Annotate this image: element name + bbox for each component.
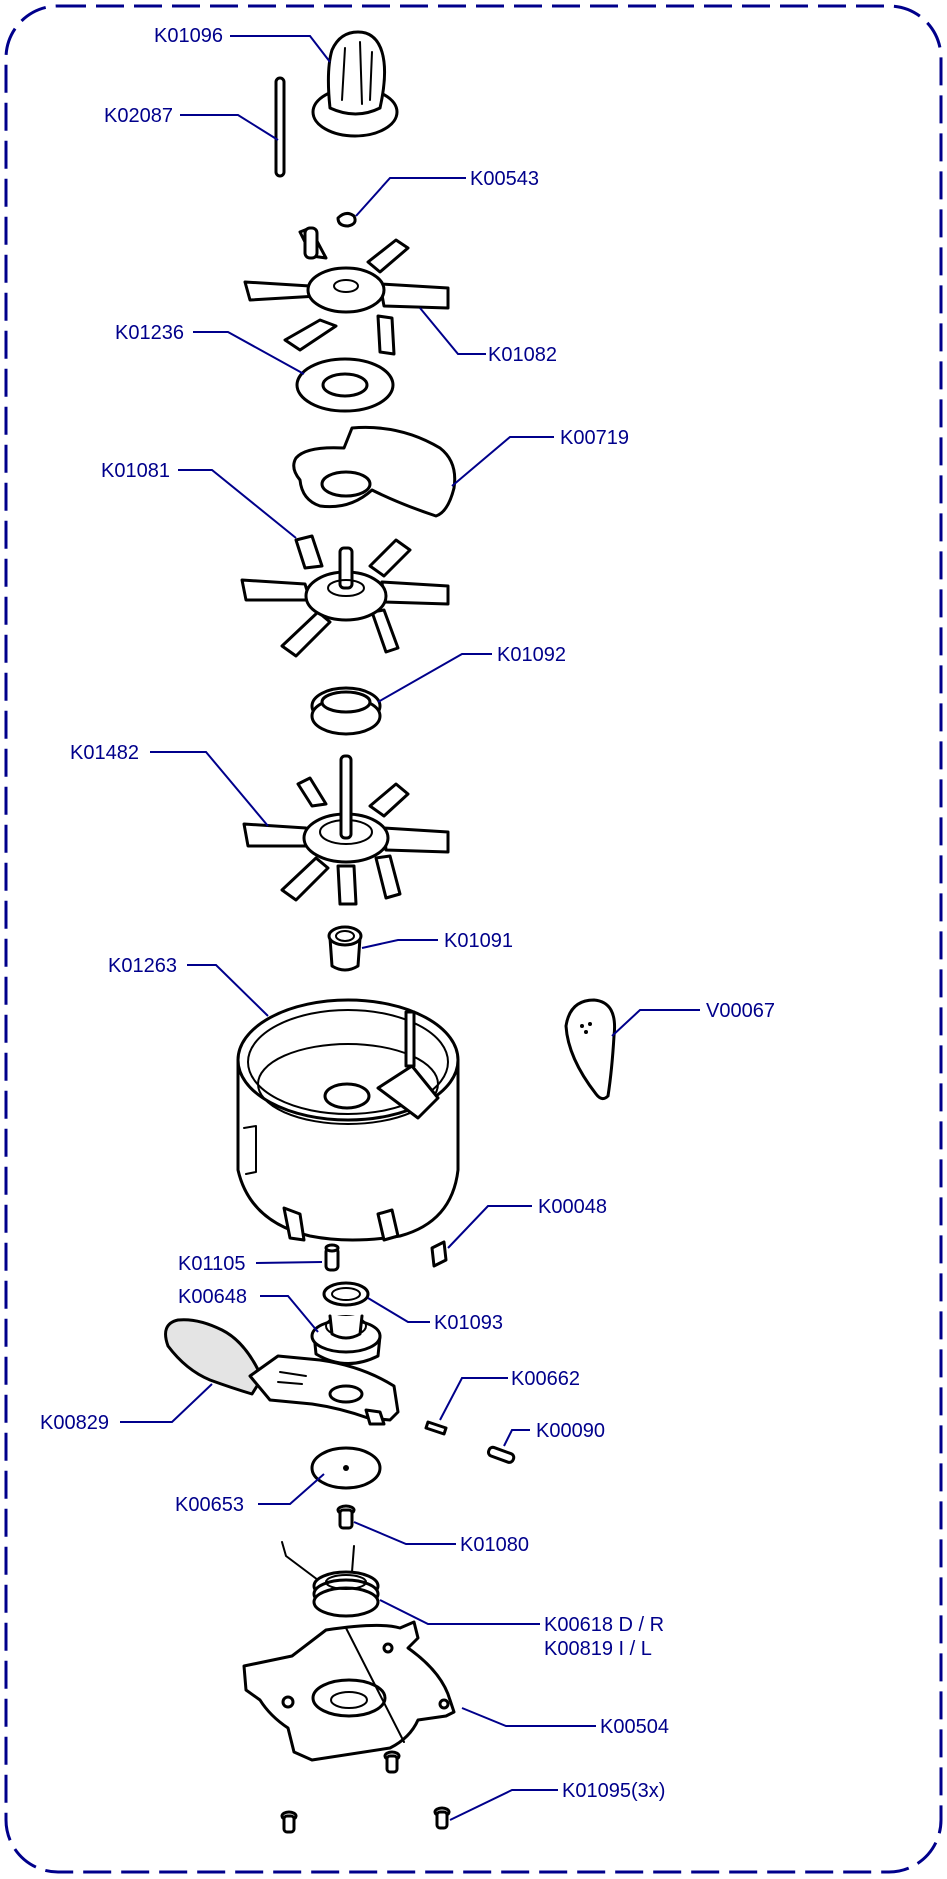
part-K01105-pin bbox=[324, 1243, 340, 1272]
label-K01081: K01081 bbox=[101, 460, 170, 482]
label-K01263: K01263 bbox=[108, 955, 177, 977]
label-K00662: K00662 bbox=[511, 1368, 580, 1390]
label-K00653: K00653 bbox=[175, 1494, 244, 1516]
part-K00653-disc bbox=[310, 1446, 382, 1490]
part-K01092-ring bbox=[310, 686, 382, 736]
part-K01093-ring bbox=[322, 1281, 370, 1307]
part-K00829-lever bbox=[164, 1318, 400, 1426]
labels: K01096 K02087 K00543 K01236 K01082 K0071… bbox=[40, 25, 775, 1802]
label-K01236: K01236 bbox=[115, 322, 184, 344]
label-K00819: K00819 I / L bbox=[544, 1638, 652, 1660]
part-K01236-washer bbox=[295, 357, 395, 413]
part-K00719-plate bbox=[292, 425, 457, 518]
label-K01093: K01093 bbox=[434, 1312, 503, 1334]
part-K01081-star bbox=[240, 534, 450, 658]
leader-lines bbox=[120, 35, 700, 1821]
part-K01082-star bbox=[243, 226, 450, 356]
label-K01092: K01092 bbox=[497, 644, 566, 666]
part-K00504-baseplate bbox=[242, 1620, 456, 1762]
part-K01096-cap bbox=[311, 30, 399, 138]
label-K00048: K00048 bbox=[538, 1196, 607, 1218]
label-K01096: K01096 bbox=[154, 25, 223, 47]
label-K00719: K00719 bbox=[560, 427, 629, 449]
part-K00648-gear bbox=[310, 1314, 382, 1366]
part-K00618-spring bbox=[281, 1541, 380, 1618]
label-K00504: K00504 bbox=[600, 1716, 669, 1738]
part-K00048-block bbox=[430, 1240, 448, 1268]
part-K00543-clip bbox=[336, 211, 357, 228]
part-K01095-screws bbox=[280, 1750, 451, 1834]
label-K02087: K02087 bbox=[104, 105, 173, 127]
dashed-frame bbox=[4, 4, 943, 1874]
label-K01095: K01095(3x) bbox=[562, 1780, 665, 1802]
label-K00648: K00648 bbox=[178, 1286, 247, 1308]
part-K01091-bushing bbox=[327, 925, 363, 972]
part-K01080-screw bbox=[336, 1504, 356, 1530]
label-K00090: K00090 bbox=[536, 1420, 605, 1442]
part-V00067-leaf bbox=[564, 998, 617, 1101]
part-K01482-star bbox=[242, 754, 450, 906]
label-K00543: K00543 bbox=[470, 168, 539, 190]
label-V00067: V00067 bbox=[706, 1000, 775, 1022]
label-K01091: K01091 bbox=[444, 930, 513, 952]
label-K00618: K00618 D / R bbox=[544, 1614, 664, 1636]
part-K01263-bowl bbox=[236, 998, 460, 1242]
label-K00829: K00829 bbox=[40, 1412, 109, 1434]
label-K01080: K01080 bbox=[460, 1534, 529, 1556]
label-K01482: K01482 bbox=[70, 742, 139, 764]
part-K02087-pin bbox=[274, 76, 286, 178]
part-K00662-spring bbox=[424, 1420, 448, 1436]
label-K01105: K01105 bbox=[178, 1253, 245, 1275]
part-K00090-pin bbox=[486, 1445, 516, 1464]
label-K01082: K01082 bbox=[488, 344, 557, 366]
